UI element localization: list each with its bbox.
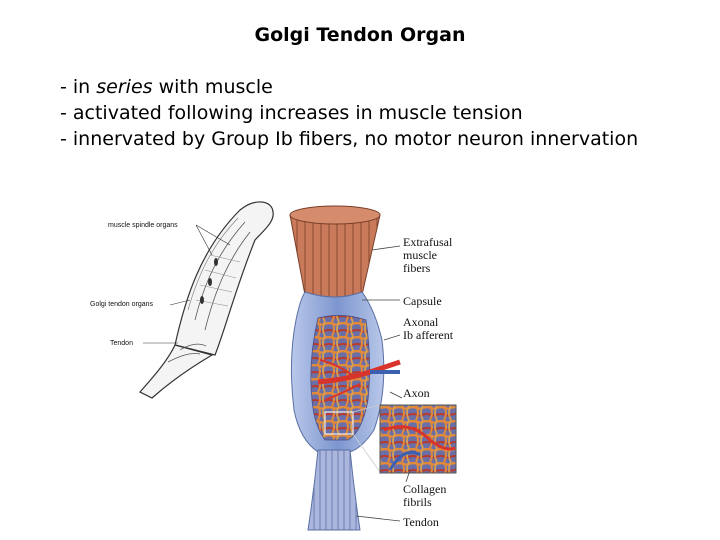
label-axonal-2: Ib afferent — [403, 328, 454, 342]
label-axonal-1: Axonal — [403, 315, 439, 329]
label-extrafusal-2: muscle — [403, 248, 437, 262]
spindle-mark — [214, 258, 218, 266]
label-tendon-left: Tendon — [110, 340, 133, 347]
label-golgi-tendon-organs: Golgi tendon organs — [90, 301, 154, 308]
label-capsule: Capsule — [403, 294, 442, 308]
label-collagen-1: Collagen — [403, 482, 446, 496]
label-collagen-2: fibrils — [403, 495, 432, 509]
bullet-list: - in series with muscle - activated foll… — [60, 74, 638, 152]
bullet-innervation: - innervated by Group Ib fibers, no moto… — [60, 128, 639, 150]
right-leader-lines — [355, 245, 411, 522]
zoom-region — [324, 411, 354, 435]
label-muscle-spindle: muscle spindle organs — [108, 222, 178, 229]
label-extrafusal-1: Extrafusal — [403, 235, 453, 249]
spindle-mark — [208, 278, 212, 286]
axonal-ib-afferent — [317, 359, 401, 385]
right-labels: Extrafusal muscle fibers Capsule Axonal … — [403, 235, 454, 529]
bullet-series: - in series with muscle — [60, 76, 273, 98]
label-axon: Axon — [403, 386, 430, 400]
left-muscle-sketch: muscle spindle organs Golgi tendon organ… — [90, 201, 274, 399]
collagen-fibrils-inset — [379, 404, 457, 474]
label-extrafusal-3: fibers — [403, 261, 431, 275]
gto-structure — [289, 205, 457, 531]
label-tendon-right: Tendon — [403, 515, 439, 529]
page-title: Golgi Tendon Organ — [254, 24, 466, 46]
spindle-mark — [200, 296, 204, 304]
bullet-activation: - activated following increases in muscl… — [60, 102, 523, 124]
tendon-bundle — [307, 449, 361, 531]
